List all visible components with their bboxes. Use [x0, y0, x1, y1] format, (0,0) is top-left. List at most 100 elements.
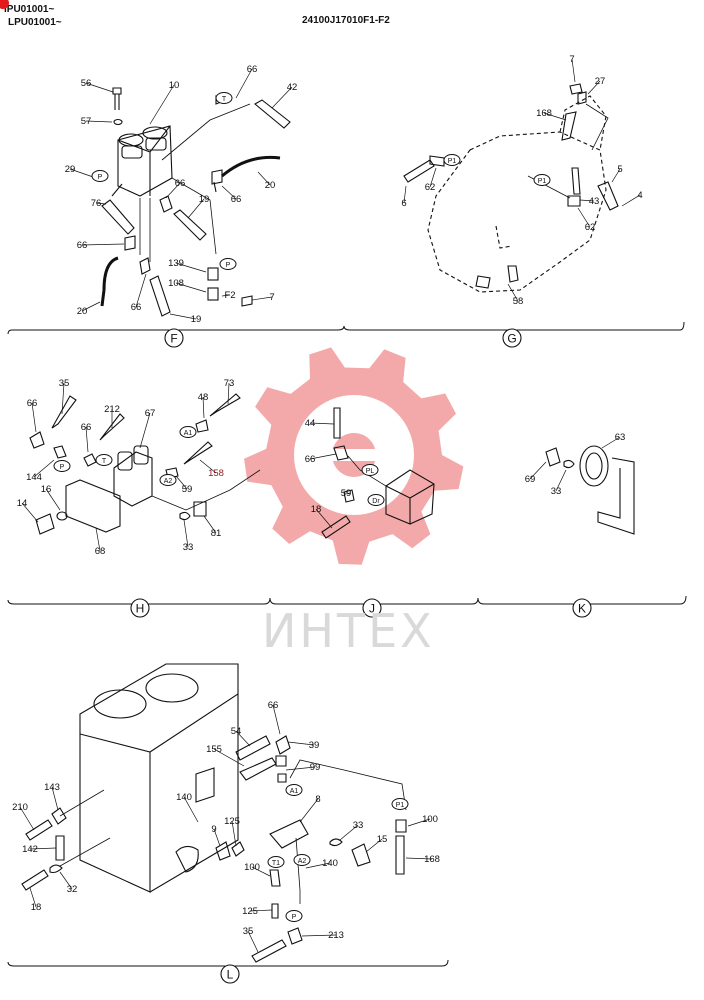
leader-line	[31, 402, 37, 433]
leader-line	[365, 838, 383, 853]
drawing-code: 24100J17010F1-F2	[302, 15, 390, 26]
section-circle-h	[130, 598, 150, 618]
part-callout-18: 18	[311, 504, 322, 515]
part-callout-143: 143	[44, 782, 60, 793]
gear-logo-icon	[244, 347, 464, 565]
port-tag-marker	[91, 170, 109, 182]
part-callout-76: 76	[91, 198, 102, 209]
port-tag-marker	[293, 854, 311, 866]
port-tag-marker	[95, 454, 113, 466]
part-callout-66: 66	[231, 194, 242, 205]
part-callout-142: 142	[22, 844, 38, 855]
bracket-clamp	[579, 445, 609, 487]
leader-line	[169, 313, 197, 320]
leader-line	[429, 167, 437, 188]
leader-line	[403, 185, 407, 204]
corner-mark-icon	[0, 0, 9, 9]
port-tag-marker	[367, 494, 385, 506]
part-callout-9: 9	[211, 824, 216, 835]
part-callout-14: 14	[17, 498, 28, 509]
section-f-drawing	[100, 87, 291, 317]
leader-line	[543, 112, 567, 121]
leader-line	[407, 818, 431, 827]
section-label-g: G	[507, 332, 516, 346]
leader-line	[213, 828, 221, 847]
part-callout-35: 35	[59, 378, 70, 389]
section-circle-f	[164, 328, 184, 348]
leader-line	[611, 168, 621, 183]
port-tag-marker	[285, 910, 303, 922]
section-h-drawing	[29, 393, 261, 535]
leader-line	[587, 80, 601, 95]
port-tag-marker	[159, 474, 177, 486]
part-callout-18: 18	[31, 902, 42, 913]
hose-42	[254, 99, 291, 129]
leader-line	[51, 786, 59, 811]
part-callout-54: 54	[231, 726, 242, 737]
port-tag-a2: A2	[164, 478, 173, 485]
part-callout-8: 8	[315, 794, 320, 805]
port-tag-marker	[267, 856, 285, 868]
leader-line	[85, 82, 114, 93]
leader-line	[305, 862, 331, 869]
manifold-block	[269, 819, 309, 849]
leader-line	[139, 412, 151, 449]
part-callout-16: 16	[41, 484, 52, 495]
leader-line	[95, 202, 107, 205]
port-tag-p: P	[292, 914, 297, 921]
part-callout-81: 81	[211, 528, 222, 539]
part-callout-33: 33	[183, 542, 194, 553]
leader-line	[577, 207, 591, 228]
part-callout-140: 140	[322, 858, 338, 869]
section-circle-g	[502, 328, 522, 348]
leader-line	[621, 194, 641, 207]
port-tag-t: T	[222, 96, 227, 103]
leader-line	[221, 185, 237, 200]
part-callout-43: 43	[589, 196, 600, 207]
part-callout-168: 168	[536, 108, 552, 119]
part-callout-158: 158	[208, 468, 224, 479]
part-callout-66: 66	[247, 64, 258, 75]
leader-line	[95, 527, 101, 552]
part-callout-140: 140	[176, 792, 192, 803]
port-tag-marker	[53, 460, 71, 472]
port-tag-p: P	[98, 174, 103, 181]
part-callout-69: 69	[525, 474, 536, 485]
mounting-plate	[65, 479, 121, 533]
part-callout-20: 20	[77, 306, 88, 317]
part-callout-66: 66	[268, 700, 279, 711]
part-callout-66: 66	[77, 240, 88, 251]
leader-line	[183, 796, 199, 823]
leader-line	[202, 396, 205, 419]
hydraulic-tank-top	[79, 663, 239, 753]
part-callout-5: 5	[617, 164, 622, 175]
leader-line	[135, 273, 147, 308]
part-callout-125: 125	[224, 816, 240, 827]
part-callout-144: 144	[26, 472, 42, 483]
part-callout-66: 66	[27, 398, 38, 409]
leader-line	[235, 68, 253, 99]
leader-line	[247, 930, 259, 953]
leader-line	[149, 84, 175, 125]
part-callout-32: 32	[67, 884, 78, 895]
part-callout-210: 210	[12, 802, 28, 813]
leader-line	[183, 519, 189, 548]
leader-line	[29, 847, 57, 850]
leader-line	[249, 909, 273, 912]
port-tag-t1: T1	[272, 860, 280, 867]
port-tag-marker	[285, 784, 303, 796]
port-tag-p: P	[60, 464, 65, 471]
leader-line	[19, 806, 35, 831]
section-circle-k	[572, 598, 592, 618]
serial-range-2: LPU01001~	[8, 17, 62, 28]
part-callout-155: 155	[206, 744, 222, 755]
part-callout-20: 20	[265, 180, 276, 191]
leader-line	[81, 301, 101, 312]
leader-line	[21, 502, 39, 523]
part-callout-56: 56	[81, 78, 92, 89]
part-callout-66: 66	[305, 454, 316, 465]
leader-line	[175, 282, 207, 293]
serial-range-1: IPU01001~	[4, 4, 55, 15]
